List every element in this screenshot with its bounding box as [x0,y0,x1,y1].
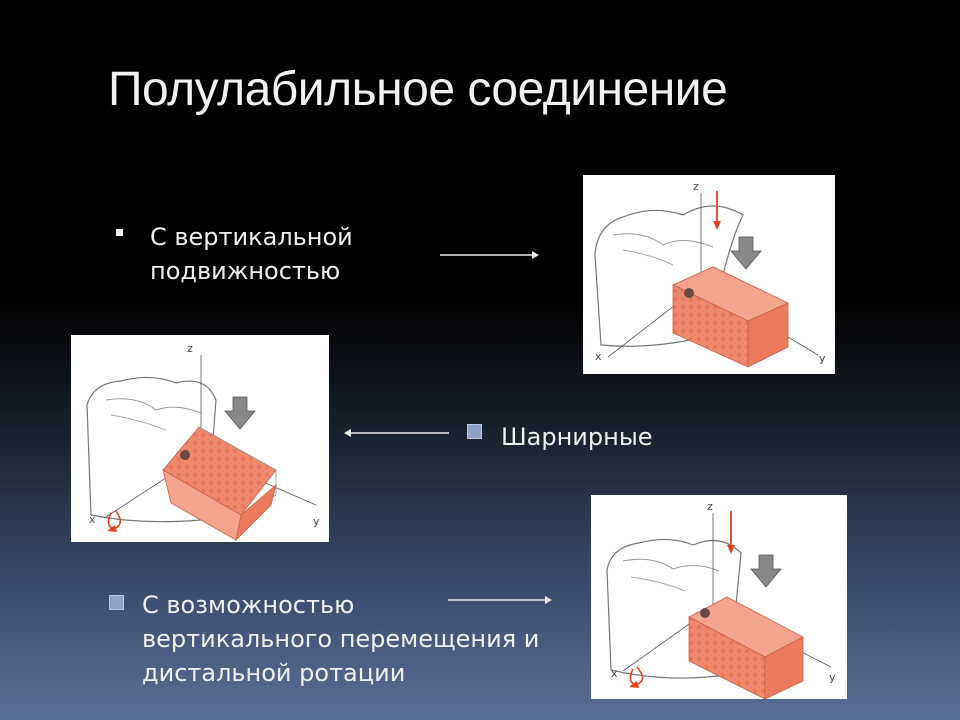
left-arrow-icon [344,429,449,437]
axis-z-label: z [707,500,713,513]
axis-z-label: z [693,180,699,193]
axis-x-label: x [611,667,618,680]
right-arrow-icon [448,596,552,604]
bullet-line: С возможностью [142,591,355,619]
bullet-hinged: Шарнирные [501,420,653,454]
axis-x-label: x [595,350,602,363]
bullet-line: Шарнирные [501,423,653,451]
bullet-line: вертикального перемещения и [142,625,540,653]
axis-z-label: z [187,342,193,355]
axis-x-label: x [89,513,96,526]
bullet-vertical-rotation: С возможностью вертикального перемещения… [142,588,539,690]
bullet-line: подвижностью [150,257,341,285]
slide-title: Полулабильное соединение [108,63,728,116]
axis-y-label: y [829,671,836,684]
bullet-vertical-mobility: С вертикальной подвижностью [150,220,353,288]
right-arrow-icon [440,251,539,259]
figure-vertical-rotation: z x y [591,495,847,699]
bullet-line: дистальной ротации [142,659,406,687]
axis-y-label: y [819,352,826,365]
bullet-marker [109,595,124,610]
figure-vertical-mobility: z x y [583,175,835,374]
bullet-line: С вертикальной [150,223,353,251]
bullet-marker [116,229,123,236]
bullet-marker [467,424,482,439]
figure-hinged: z x y [71,335,329,542]
axis-y-label: y [313,515,320,528]
